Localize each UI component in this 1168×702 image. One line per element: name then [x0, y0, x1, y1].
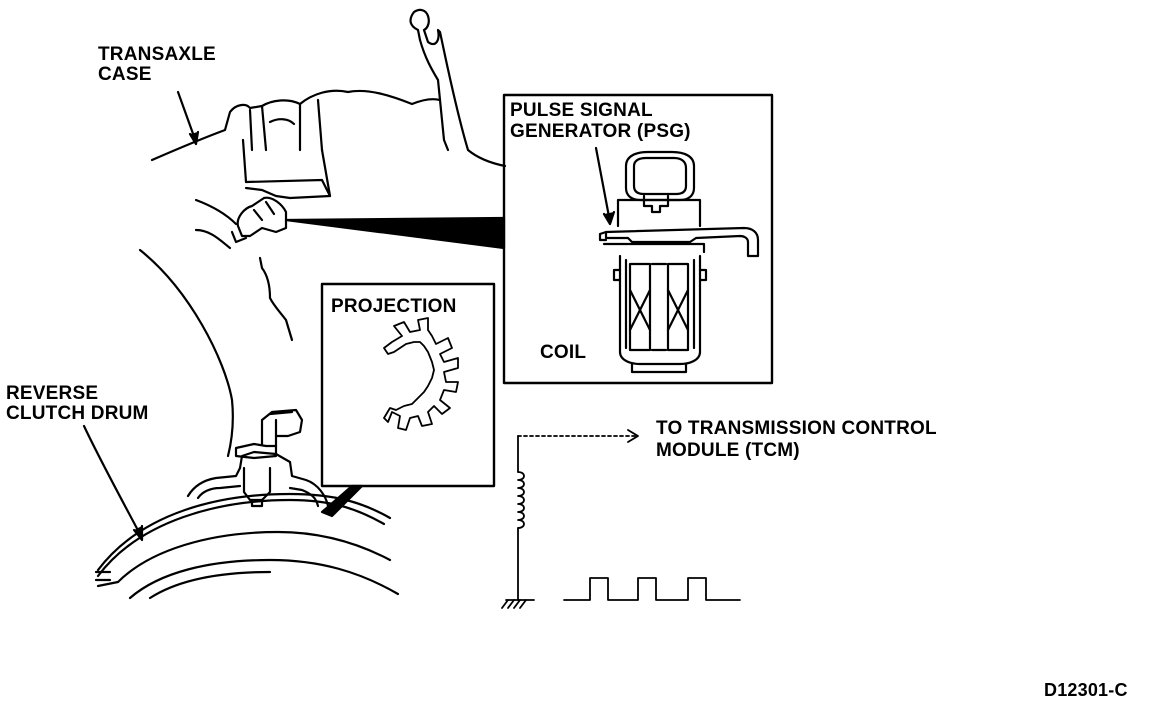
psg-detail-box: [502, 93, 774, 385]
projection-callout-wedge: [320, 484, 364, 518]
psg-callout-wedge: [284, 216, 506, 250]
projection-tooth-ring: [383, 317, 459, 431]
tcm-label-line1: TO TRANSMISSION CONTROL: [656, 418, 937, 439]
coil-label: COIL: [540, 342, 587, 363]
psg-label-line1: PULSE SIGNAL: [510, 100, 653, 121]
transaxle-case-label-line2: CASE: [98, 64, 152, 85]
reverse-clutch-leader-arrowhead: [132, 524, 144, 542]
psg-leader-arrow: [594, 146, 612, 224]
psg-detail-drawing: [598, 150, 760, 374]
psg-label-line2: GENERATOR (PSG): [510, 121, 691, 142]
reverse-clutch-drum-label-line1: REVERSE: [6, 383, 99, 404]
reverse-clutch-drum: [94, 408, 400, 600]
tcm-label-line2: MODULE (TCM): [656, 440, 800, 461]
projection-label: PROJECTION: [331, 296, 457, 317]
transaxle-case-leader-arrowhead: [188, 130, 200, 146]
psg-circuit: [501, 429, 741, 609]
transaxle-case-label-line1: TRANSAXLE: [98, 44, 216, 65]
psg-leader-arrowhead: [602, 210, 616, 226]
psg-small-sensor: [230, 196, 288, 244]
transaxle-case-outline: [138, 8, 507, 458]
figure-id: D12301-C: [1044, 680, 1128, 700]
reverse-clutch-leader: [82, 424, 144, 540]
reverse-clutch-drum-label-line2: CLUTCH DRUM: [6, 403, 149, 424]
projection-box: [320, 282, 496, 488]
